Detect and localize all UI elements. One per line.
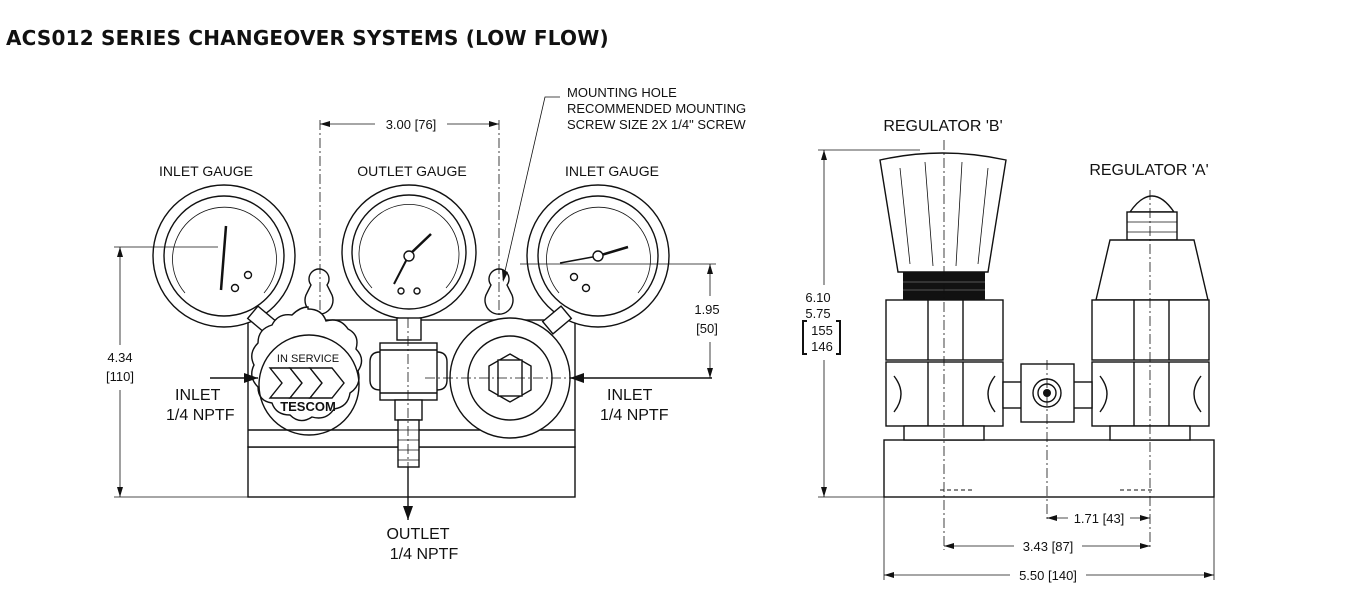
label-regulator-a: REGULATOR 'A': [1089, 162, 1208, 179]
label-inlet-left: INLET: [175, 387, 221, 404]
label-mounting-hole: MOUNTING HOLE: [567, 85, 677, 100]
dim-hole-spacing: 3.00 [76]: [386, 117, 437, 132]
side-view: 6.10 5.75 155 146 1.71 [43] 3.43 [87] 5.…: [802, 118, 1215, 583]
label-inlet-gauge-left: INLET GAUGE: [159, 163, 253, 179]
regulator-b: [879, 152, 1007, 441]
front-view: IN SERVICE TESCOM: [106, 85, 746, 563]
label-mounting-screw: SCREW SIZE 2X 1/4" SCREW: [567, 117, 746, 132]
outlet-gauge: [341, 184, 477, 341]
label-inlet-left-size: 1/4 NPTF: [166, 407, 235, 424]
label-outlet-gauge: OUTLET GAUGE: [357, 163, 466, 179]
knob-in-service-text: IN SERVICE: [277, 353, 339, 365]
inlet-gauge-right: [526, 184, 670, 335]
dim-side-3: 5.50 [140]: [1019, 568, 1077, 583]
dim-side-height-in-2: 5.75: [805, 306, 830, 321]
dim-side-2: 3.43 [87]: [1023, 539, 1074, 554]
label-regulator-b: REGULATOR 'B': [883, 118, 1002, 135]
side-base-plate: [883, 439, 1215, 498]
check-valve: [1002, 363, 1093, 423]
page-title: ACS012 SERIES CHANGEOVER SYSTEMS (LOW FL…: [6, 26, 609, 50]
dim-inlet-height-in: 1.95: [694, 302, 719, 317]
dim-height-mm: [110]: [106, 369, 134, 384]
changeover-knob: IN SERVICE TESCOM: [251, 306, 363, 436]
dim-height-in: 4.34: [107, 350, 132, 365]
dim-side-height-mm-1: 155: [811, 323, 833, 338]
regulator-a: [1091, 195, 1210, 441]
label-inlet-right-size: 1/4 NPTF: [600, 407, 669, 424]
label-inlet-right: INLET: [607, 387, 653, 404]
dim-side-height-in-1: 6.10: [805, 290, 830, 305]
dim-side-height-mm-2: 146: [811, 339, 833, 354]
outlet-fitting: [369, 342, 448, 468]
inlet-gauge-left: [152, 184, 296, 335]
label-outlet-size: 1/4 NPTF: [390, 546, 459, 563]
label-inlet-gauge-right: INLET GAUGE: [565, 163, 659, 179]
dim-inlet-height-mm: [50]: [696, 321, 718, 336]
mounting-hole-left: [304, 268, 334, 315]
label-mounting-recommended: RECOMMENDED MOUNTING: [567, 101, 746, 116]
dim-side-1: 1.71 [43]: [1074, 511, 1125, 526]
label-outlet: OUTLET: [386, 526, 449, 543]
brand-logo-text: TESCOM: [280, 399, 336, 414]
